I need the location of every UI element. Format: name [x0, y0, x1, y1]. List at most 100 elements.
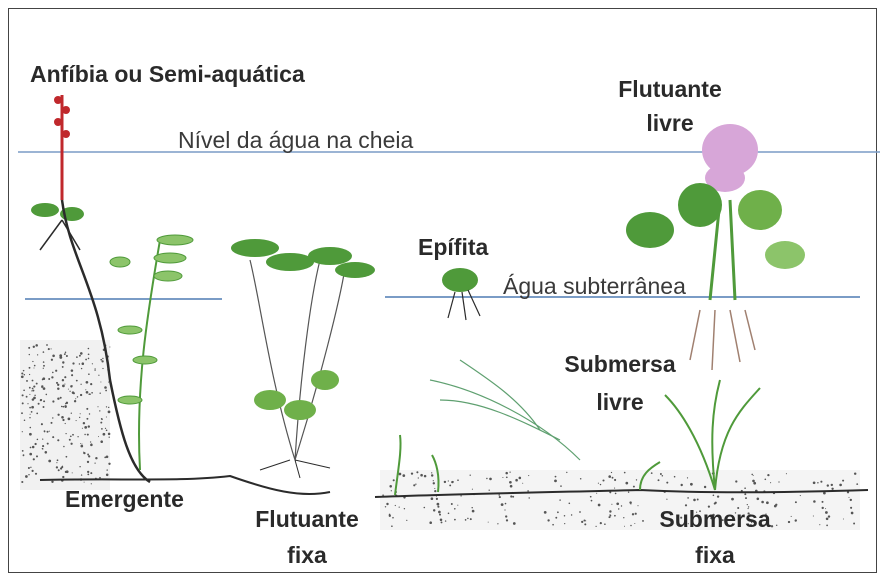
soil-speckle — [35, 344, 38, 347]
soil-speckle — [418, 477, 419, 478]
soil-speckle — [434, 488, 435, 489]
soil-speckle — [65, 352, 67, 354]
soil-speckle — [76, 380, 78, 382]
soil-speckle — [457, 479, 459, 481]
soil-speckle — [470, 518, 472, 520]
soil-speckle — [624, 472, 626, 474]
soil-speckle — [52, 417, 53, 418]
soil-speckle — [48, 378, 50, 380]
soil-speckle — [31, 390, 32, 391]
soil-speckle — [50, 422, 52, 424]
soil-speckle — [43, 406, 45, 408]
soil-speckle — [23, 370, 25, 372]
soil-speckle — [842, 480, 844, 482]
soil-speckle — [813, 500, 816, 503]
soil-speckle — [30, 427, 32, 429]
soil-speckle — [66, 402, 68, 404]
soil-speckle — [105, 390, 107, 392]
soil-speckle — [29, 374, 30, 375]
soil-speckle — [64, 384, 65, 385]
soil-speckle — [624, 526, 625, 527]
soil-speckle — [108, 382, 109, 383]
soil-speckle — [614, 515, 616, 517]
soil-speckle — [505, 503, 507, 505]
soil-speckle — [498, 494, 500, 496]
soil-speckle — [48, 460, 51, 463]
label-free-floating-line1: Flutuante — [595, 75, 745, 103]
soil-speckle — [41, 386, 43, 388]
soil-speckle — [34, 365, 36, 367]
soil-speckle — [509, 471, 510, 472]
soil-speckle — [70, 443, 72, 445]
soil-speckle — [635, 513, 637, 515]
soil-speckle — [392, 517, 394, 519]
soil-speckle — [87, 461, 89, 463]
soil-speckle — [666, 482, 668, 484]
soil-speckle — [92, 363, 93, 364]
soil-speckle — [109, 346, 110, 347]
soil-speckle — [513, 522, 516, 525]
soil-speckle — [82, 362, 85, 365]
label-free-submerged-line1: Submersa — [555, 350, 685, 378]
soil-speckle — [22, 450, 24, 452]
soil-speckle — [88, 358, 90, 360]
soil-speckle — [88, 455, 90, 457]
soil-speckle — [88, 353, 90, 355]
soil-speckle — [57, 439, 59, 441]
soil-speckle — [106, 416, 107, 417]
soil-speckle — [406, 520, 407, 521]
soil-speckle — [505, 472, 508, 475]
soil-speckle — [21, 372, 23, 374]
soil-speckle — [851, 512, 854, 515]
soil-speckle — [604, 523, 606, 525]
soil-speckle — [433, 509, 435, 511]
soil-speckle — [555, 517, 557, 519]
soil-speckle — [555, 476, 557, 478]
soil-speckle — [88, 393, 90, 395]
soil-speckle — [81, 474, 82, 475]
soil-speckle — [822, 501, 824, 503]
soil-speckle — [31, 406, 34, 409]
soil-speckle — [506, 519, 508, 521]
soil-speckle — [30, 414, 31, 415]
soil-speckle — [614, 488, 615, 489]
soil-speckle — [504, 509, 505, 510]
soil-speckle — [441, 521, 443, 523]
soil-speckle — [63, 446, 65, 448]
label-emergent: Emergente — [65, 485, 184, 513]
soil-speckle — [62, 406, 64, 408]
soil-speckle — [731, 498, 734, 501]
soil-speckle — [84, 482, 85, 483]
soil-speckle — [57, 384, 59, 386]
soil-speckle — [43, 365, 45, 367]
soil-speckle — [819, 524, 820, 525]
soil-speckle — [467, 518, 469, 520]
soil-speckle — [502, 477, 503, 478]
soil-speckle — [99, 392, 100, 393]
soil-speckle — [499, 496, 501, 498]
soil-speckle — [735, 480, 737, 482]
soil-speckle — [65, 433, 66, 434]
soil-speckle — [580, 478, 582, 480]
soil-speckle — [42, 379, 44, 381]
soil-speckle — [57, 414, 59, 416]
soil-speckle — [90, 444, 93, 447]
soil-speckle — [58, 469, 60, 471]
soil-speckle — [100, 359, 102, 361]
soil-speckle — [557, 511, 559, 513]
soil-speckle — [431, 497, 434, 500]
soil-speckle — [595, 526, 596, 527]
soil-speckle — [611, 472, 612, 473]
soil-speckle — [34, 443, 36, 445]
soil-speckle — [48, 348, 50, 350]
soil-speckle — [386, 503, 388, 505]
soil-speckle — [72, 472, 73, 473]
soil-speckle — [30, 467, 31, 468]
soil-speckle — [429, 521, 432, 524]
soil-speckle — [33, 386, 35, 388]
soil-speckle — [70, 435, 72, 437]
soil-speckle — [839, 484, 842, 487]
soil-speckle — [850, 499, 852, 501]
soil-speckle — [404, 508, 405, 509]
